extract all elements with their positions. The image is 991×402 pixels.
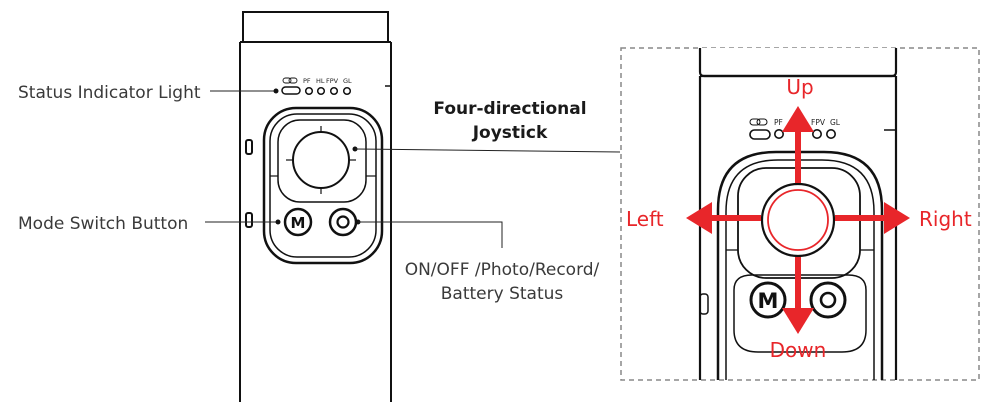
direction-up-label: Up (786, 75, 813, 99)
indicator-pf: PF (303, 77, 311, 85)
direction-left-label: Left (626, 207, 664, 231)
zoom-frame (620, 47, 980, 381)
zoomed-mode-letter: M (758, 289, 779, 313)
mode-button-letter: M (291, 214, 306, 232)
mode-switch-label: Mode Switch Button (18, 214, 188, 234)
zoom-indicator-gl: GL (830, 118, 841, 127)
joystick-highlight (767, 189, 829, 251)
status-indicator-row: PF HL FPV GL (281, 77, 352, 96)
zoom-indicator-pf: PF (774, 118, 783, 127)
zoomed-power-button[interactable] (809, 281, 847, 319)
power-icon (819, 291, 837, 309)
power-icon (336, 215, 350, 229)
zoomed-mode-button[interactable]: M (749, 281, 787, 319)
zoom-indicator-fpv: FPV (811, 118, 826, 127)
joystick-label-line1: Four-directional (433, 99, 586, 119)
direction-arrows (686, 106, 910, 334)
arrow-left-icon (686, 202, 761, 234)
mode-switch-button[interactable]: M (283, 207, 313, 237)
zoomed-joystick[interactable] (760, 182, 836, 258)
link-icon (749, 118, 768, 126)
status-indicator-label: Status Indicator Light (18, 83, 201, 103)
arrow-down-icon (782, 257, 814, 334)
indicator-gl: GL (343, 77, 352, 85)
link-icon (282, 77, 298, 84)
zoomed-indicator-row: PF FPV GL (749, 118, 841, 140)
onoff-label-line2: Battery Status (441, 284, 564, 304)
callout-lines (205, 88, 621, 248)
indicator-fpv: FPV (326, 77, 339, 85)
joystick-label-line2: Joystick (472, 123, 548, 143)
power-button[interactable] (328, 207, 358, 237)
arrow-right-icon (835, 202, 910, 234)
direction-down-label: Down (770, 338, 827, 362)
onoff-label-line1: ON/OFF /Photo/Record/ (405, 260, 600, 280)
indicator-hl: HL (316, 77, 325, 85)
direction-right-label: Right (919, 207, 972, 231)
gimbal-handle (239, 11, 392, 402)
arrow-up-icon (782, 106, 814, 183)
